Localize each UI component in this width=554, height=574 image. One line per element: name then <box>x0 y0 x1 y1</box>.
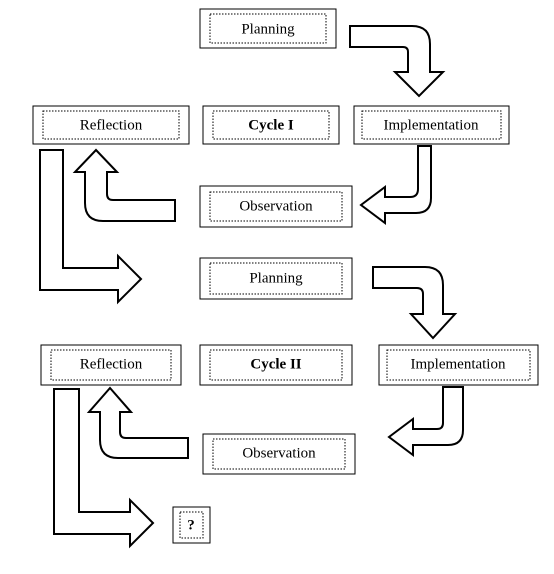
cycle1-observation-node: Observation <box>199 185 353 228</box>
next-cycle-label: ? <box>187 517 195 533</box>
cycle2-reflection-node: Reflection <box>40 344 182 386</box>
cycle2-observation-to-reflection-arrow <box>86 386 189 459</box>
cycle1-implementation-node: Implementation <box>353 105 510 145</box>
cycle1-implementation-label: Implementation <box>384 117 479 133</box>
cycle1-implementation-to-observation-arrow <box>359 145 432 225</box>
cycle2-planning-node: Planning <box>199 257 353 300</box>
cycle1-reflection-label: Reflection <box>80 117 143 133</box>
cycle2-implementation-to-observation-arrow <box>387 386 464 457</box>
cycle2-title-node: Cycle II <box>199 344 353 386</box>
cycle1-reflection-to-cycle2-arrow <box>39 149 143 305</box>
cycle2-reflection-label: Reflection <box>80 356 143 372</box>
cycle1-planning-label: Planning <box>241 21 295 37</box>
cycle2-observation-node: Observation <box>202 433 356 475</box>
next-cycle-node: ? <box>172 506 211 544</box>
cycle1-planning-node: Planning <box>199 8 337 49</box>
cycle2-title-label: Cycle II <box>250 356 301 372</box>
cycle1-reflection-node: Reflection <box>32 105 190 145</box>
cycle1-observation-to-reflection-arrow <box>72 148 176 222</box>
cycle2-planning-label: Planning <box>249 270 303 286</box>
cycle2-implementation-label: Implementation <box>411 356 506 372</box>
cycle2-planning-to-implementation-arrow <box>372 266 458 340</box>
cycle1-observation-label: Observation <box>239 198 313 214</box>
cycle1-title-node: Cycle I <box>202 105 340 145</box>
cycle2-reflection-to-next-arrow <box>53 388 155 549</box>
cycle2-observation-label: Observation <box>242 445 316 461</box>
cycle1-title-label: Cycle I <box>248 117 294 133</box>
cycle2-implementation-node: Implementation <box>378 344 539 386</box>
cycle1-planning-to-implementation-arrow <box>349 25 446 98</box>
